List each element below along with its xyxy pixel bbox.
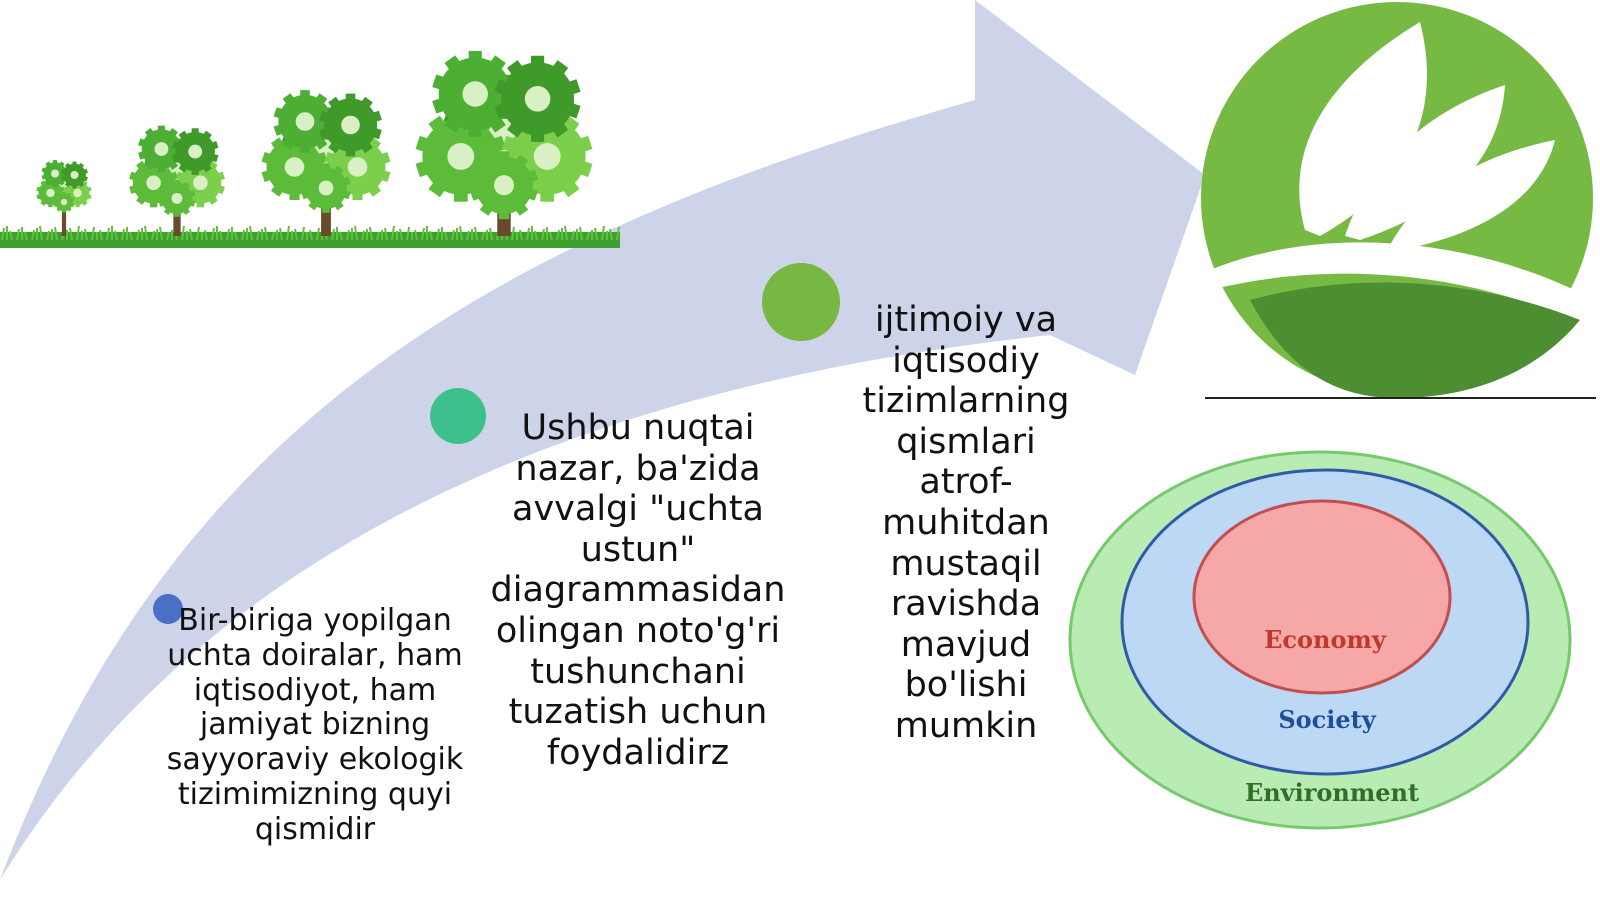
environment-label: Environment bbox=[1245, 778, 1419, 807]
leaf-logo-icon bbox=[1201, 2, 1595, 398]
step-text-2: Ushbu nuqtai nazar, ba'zida avvalgi "uch… bbox=[490, 408, 786, 773]
step-dot-3 bbox=[762, 263, 840, 341]
growth-arrow bbox=[0, 0, 1205, 880]
gear-tree-icon bbox=[36, 50, 593, 236]
nested-circles-diagram: Economy Society Environment bbox=[1068, 450, 1572, 830]
grass-strip bbox=[0, 225, 620, 248]
economy-ellipse bbox=[1192, 499, 1452, 695]
step-text-3: ijtimoiy va iqtisodiy tizimlarning qisml… bbox=[862, 300, 1070, 746]
economy-label: Economy bbox=[1264, 625, 1387, 654]
society-label: Society bbox=[1278, 705, 1376, 734]
step-text-1: Bir-biriga yopilgan uchta doiralar, ham … bbox=[166, 603, 464, 847]
step-dot-2 bbox=[430, 388, 486, 444]
step-dot-1 bbox=[153, 594, 183, 624]
